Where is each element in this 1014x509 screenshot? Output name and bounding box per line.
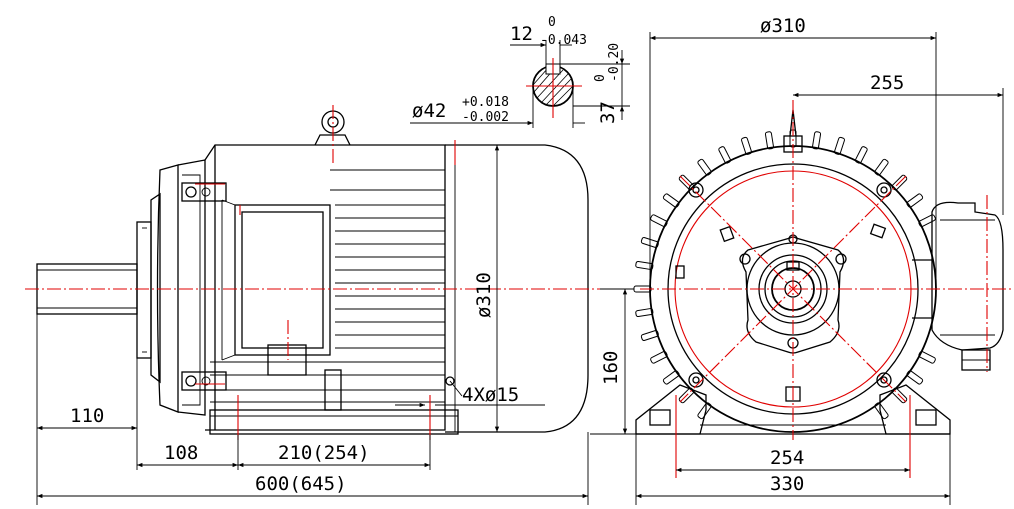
cooling-fin xyxy=(662,193,680,208)
dim-shaft-diameter: ø42 xyxy=(412,100,446,122)
tol-keyway-lower: -0.043 xyxy=(540,33,587,48)
cooling-fin xyxy=(640,330,659,341)
cooling-fin xyxy=(697,402,712,420)
tol-key-lower: -0.20 xyxy=(607,43,622,82)
shaft-section: 12 0 -0.043 ø42 +0.018 -0.002 37 0 -0.20 xyxy=(410,15,630,128)
dim-overall-length: 600(645) xyxy=(255,473,347,495)
dim-foot-width-holes: 254 xyxy=(770,447,804,469)
cooling-fin xyxy=(718,146,732,164)
cooling-fin xyxy=(635,308,654,318)
cooling-fin xyxy=(650,214,668,228)
cooling-fin xyxy=(812,131,822,150)
dim-foot-spacing: 210(254) xyxy=(278,442,370,464)
dim-foot-to-flange: 108 xyxy=(164,442,198,464)
dim-shaft-extension: 110 xyxy=(70,405,104,427)
dim-shaft-height: 160 xyxy=(600,351,622,385)
dim-foot-holes: 4Xø15 xyxy=(462,384,519,406)
cooling-fin xyxy=(918,350,936,364)
endshield-body xyxy=(177,159,227,416)
dim-frame-diameter-side: ø310 xyxy=(473,272,495,318)
tol-keyway-upper: 0 xyxy=(548,15,556,30)
cooling-fin xyxy=(874,158,889,176)
tol-shaft-lower: -0.002 xyxy=(462,110,509,125)
terminal-box xyxy=(912,195,1004,372)
tol-key-upper: 0 xyxy=(593,74,608,82)
dim-key-height: 37 xyxy=(597,101,619,124)
front-endshield xyxy=(136,164,179,413)
mounting-feet xyxy=(209,369,459,440)
dim-frame-diameter-top: ø310 xyxy=(760,15,806,37)
dim-keyway-width: 12 xyxy=(510,23,533,45)
cooling-fin xyxy=(650,350,668,364)
dim-foot-width-overall: 330 xyxy=(770,473,804,495)
tol-shaft-upper: +0.018 xyxy=(462,95,509,110)
cooling-fin xyxy=(662,370,680,385)
end-view-dimensions: ø310 255 254 330 xyxy=(635,15,1004,505)
cooling-fin xyxy=(764,131,774,150)
side-view xyxy=(25,105,640,440)
cooling-fin xyxy=(854,146,868,164)
cooling-fin xyxy=(834,136,845,155)
end-view xyxy=(633,100,1012,478)
cooling-fin xyxy=(906,370,924,385)
bearing-flange xyxy=(741,236,845,354)
cooling-fin xyxy=(635,260,654,270)
cooling-fin xyxy=(697,158,712,176)
side-view-dimensions: ø310 160 4Xø15 110 108 210(254) 600(645) xyxy=(36,144,640,505)
cooling-fin xyxy=(918,214,936,228)
cooling-fin xyxy=(741,136,752,155)
dim-terminal-box-offset: 255 xyxy=(870,72,904,94)
cooling-fin xyxy=(874,402,889,420)
cooling-fin xyxy=(906,193,924,208)
